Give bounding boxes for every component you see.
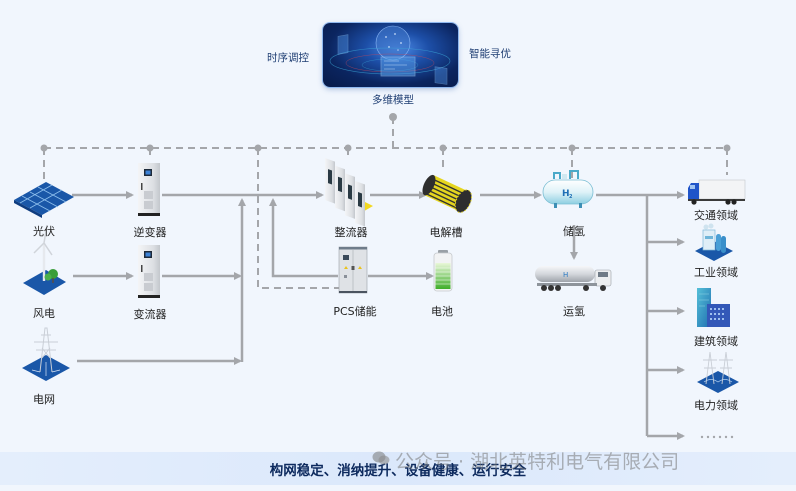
battery-icon — [433, 250, 453, 292]
solar-panel-icon — [14, 182, 74, 218]
power-tower-icon — [697, 351, 739, 393]
control-node — [439, 144, 447, 152]
electrolyzer-icon — [422, 174, 473, 213]
footer-slogan: 构网稳定、消纳提升、设备健康、运行安全 — [269, 463, 527, 479]
grid-label: 电网 — [33, 393, 55, 406]
control-bus — [43, 117, 728, 289]
smart-optimization-label: 智能寻优 — [469, 48, 511, 60]
control-node — [40, 144, 48, 152]
svg-text:H: H — [563, 271, 568, 279]
control-node — [344, 144, 352, 152]
inverter-label: 逆变器 — [133, 226, 167, 239]
electrolyzer-label: 电解槽 — [429, 226, 463, 239]
hydrogen-tank-icon: H 2 — [542, 170, 594, 208]
globe-hologram-icon — [329, 25, 451, 85]
control-node — [568, 144, 576, 152]
industrial-plant-icon — [695, 223, 733, 261]
battery-label: 电池 — [431, 305, 453, 318]
control-node — [723, 144, 731, 152]
buildings-icon — [697, 288, 730, 327]
wind-label: 风电 — [33, 307, 55, 320]
wechat-icon — [372, 451, 390, 465]
app-label-building: 建筑领域 — [694, 335, 738, 348]
app-label-power: 电力领域 — [694, 399, 738, 412]
h2-badge: H — [562, 189, 570, 199]
rectifier-label: 整流器 — [334, 226, 368, 239]
hydrogen-tanker-truck-icon: H — [535, 266, 612, 291]
h2-storage-label: 储氢 — [563, 225, 585, 238]
control-node — [389, 113, 397, 121]
control-bus-nodes — [40, 113, 731, 152]
rectifier-cabinets-icon — [325, 158, 373, 227]
control-link-pcs — [257, 148, 340, 289]
inverter-cabinet-icon — [138, 163, 160, 216]
control-node — [146, 144, 154, 152]
timing-control-label: 时序调控 — [267, 52, 309, 64]
transmission-tower-icon — [22, 327, 70, 381]
svg-text:2: 2 — [569, 194, 573, 200]
control-node — [254, 144, 262, 152]
footer-banner — [0, 452, 796, 485]
more-ellipsis-icon — [700, 435, 734, 439]
power-flows — [72, 191, 685, 440]
app-label-transport: 交通领域 — [694, 209, 738, 222]
app-label-industry: 工业领域 — [694, 266, 738, 279]
h2-transport-label: 运氢 — [563, 305, 585, 318]
multi-model-label: 多维模型 — [372, 94, 414, 106]
truck-icon — [688, 179, 746, 205]
converter-label: 变流器 — [133, 308, 167, 321]
watermark-text: 公众号 · 湖北英特利电气有限公司 — [395, 451, 680, 473]
solar-label: 光伏 — [33, 225, 55, 238]
converter-cabinet-icon — [138, 245, 160, 298]
pcs-label: PCS储能 — [333, 305, 377, 318]
wind-turbine-icon — [23, 224, 66, 295]
multi-dimensional-model-visual — [323, 23, 458, 87]
flow-pcs-up — [269, 198, 338, 278]
pcs-cabinet-icon — [338, 246, 368, 294]
